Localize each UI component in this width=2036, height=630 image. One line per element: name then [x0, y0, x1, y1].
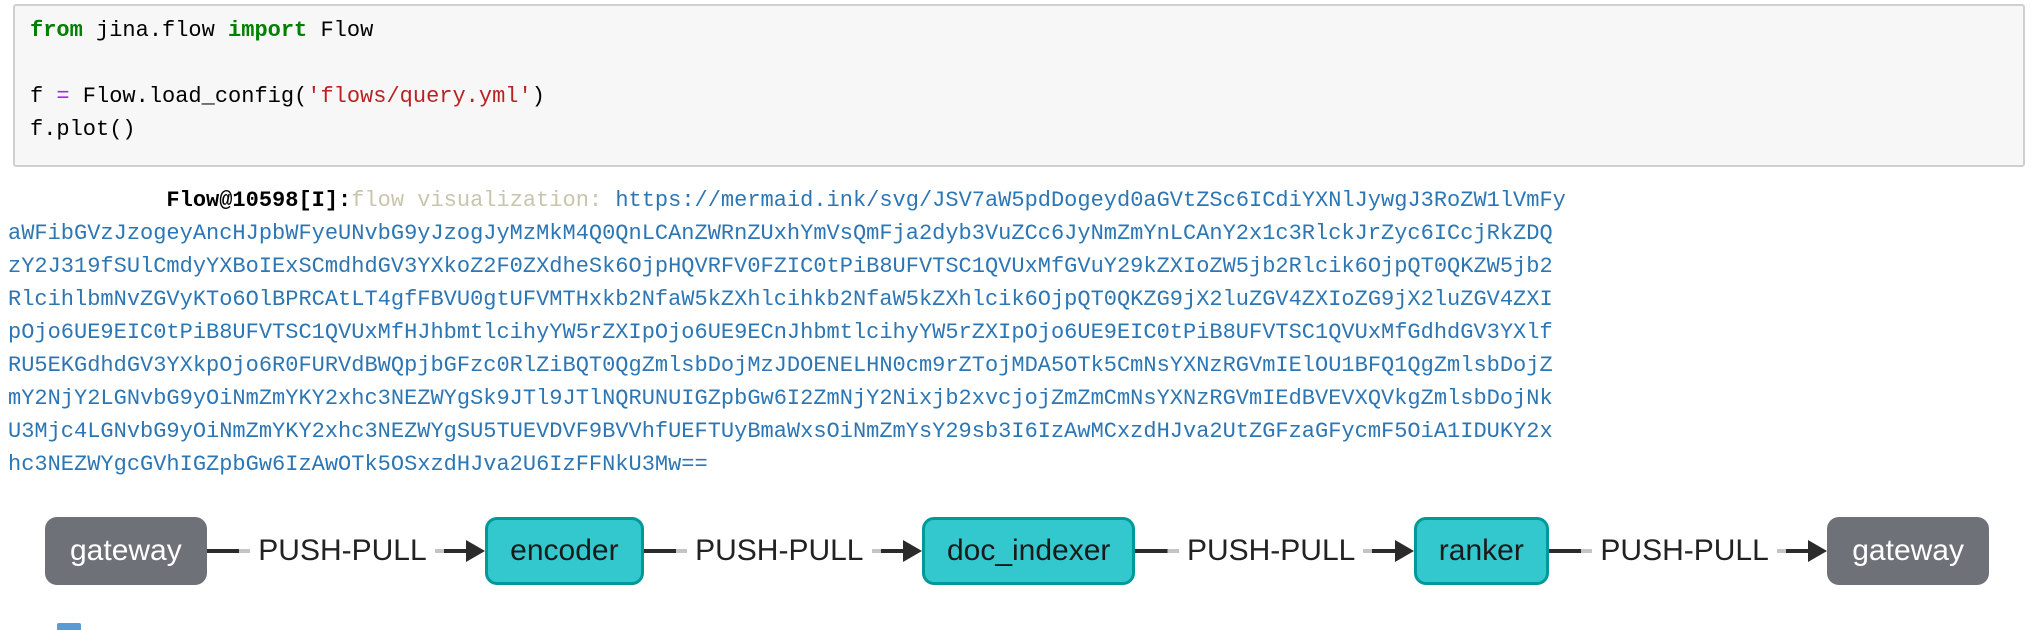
code-token-string: 'flows/query.yml': [307, 84, 532, 109]
code-token-plain: Flow.load_config(: [69, 84, 308, 109]
edge-line: [1776, 549, 1810, 553]
flow-node-encoder: encoder: [485, 517, 644, 585]
edge-line: [1135, 549, 1179, 553]
code-editor[interactable]: from jina.flow import Flow f = Flow.load…: [30, 14, 2023, 146]
edge-line: [434, 549, 468, 553]
edge-label: PUSH-PULL: [687, 534, 872, 568]
partial-next-element: [57, 623, 81, 630]
output-area: Flow@10598[I]:flow visualization: https:…: [8, 184, 1566, 481]
flow-node-doc-indexer: doc_indexer: [921, 517, 1136, 585]
code-token-keyword: from: [30, 18, 83, 43]
code-token-operator: =: [56, 84, 70, 109]
edge-label: PUSH-PULL: [1592, 534, 1777, 568]
flow-diagram: gateway PUSH-PULL encoder PUSH-PULL doc_inde…: [45, 514, 1989, 588]
cell-prompt-fragment: :: [0, 13, 4, 46]
code-token-keyword: import: [228, 18, 308, 43]
edge-label: PUSH-PULL: [250, 534, 435, 568]
edge-connector: PUSH-PULL: [1548, 534, 1828, 568]
flow-visualization-label: flow visualization:: [351, 188, 616, 213]
log-source-prefix: Flow@10598[I]:: [8, 188, 352, 213]
edge-label: PUSH-PULL: [1178, 534, 1364, 568]
code-token-plain: Flow f: [30, 18, 374, 109]
code-token-plain: jina.flow: [82, 18, 229, 43]
arrowhead-icon: [466, 540, 486, 562]
edge-line: [643, 549, 688, 553]
edge-line: [871, 549, 904, 553]
flow-node-gateway-start: gateway: [45, 517, 207, 585]
edge-line: [1363, 549, 1396, 553]
edge-connector: PUSH-PULL: [1135, 534, 1414, 568]
edge-line: [1548, 549, 1593, 553]
edge-connector: PUSH-PULL: [643, 534, 922, 568]
edge-connector: PUSH-PULL: [206, 534, 486, 568]
flow-node-ranker: ranker: [1413, 517, 1549, 585]
edge-line: [206, 549, 251, 553]
arrowhead-icon: [1808, 540, 1828, 562]
mermaid-link[interactable]: https://mermaid.ink/svg/JSV7aW5pdDogeyd0…: [8, 188, 1566, 477]
arrowhead-icon: [1394, 540, 1414, 562]
output-log: Flow@10598[I]:flow visualization: https:…: [8, 184, 1566, 481]
flow-node-gateway-end: gateway: [1827, 517, 1989, 585]
arrowhead-icon: [902, 540, 922, 562]
code-token-plain: ) f.plot(): [30, 84, 545, 142]
code-cell[interactable]: from jina.flow import Flow f = Flow.load…: [13, 4, 2025, 167]
